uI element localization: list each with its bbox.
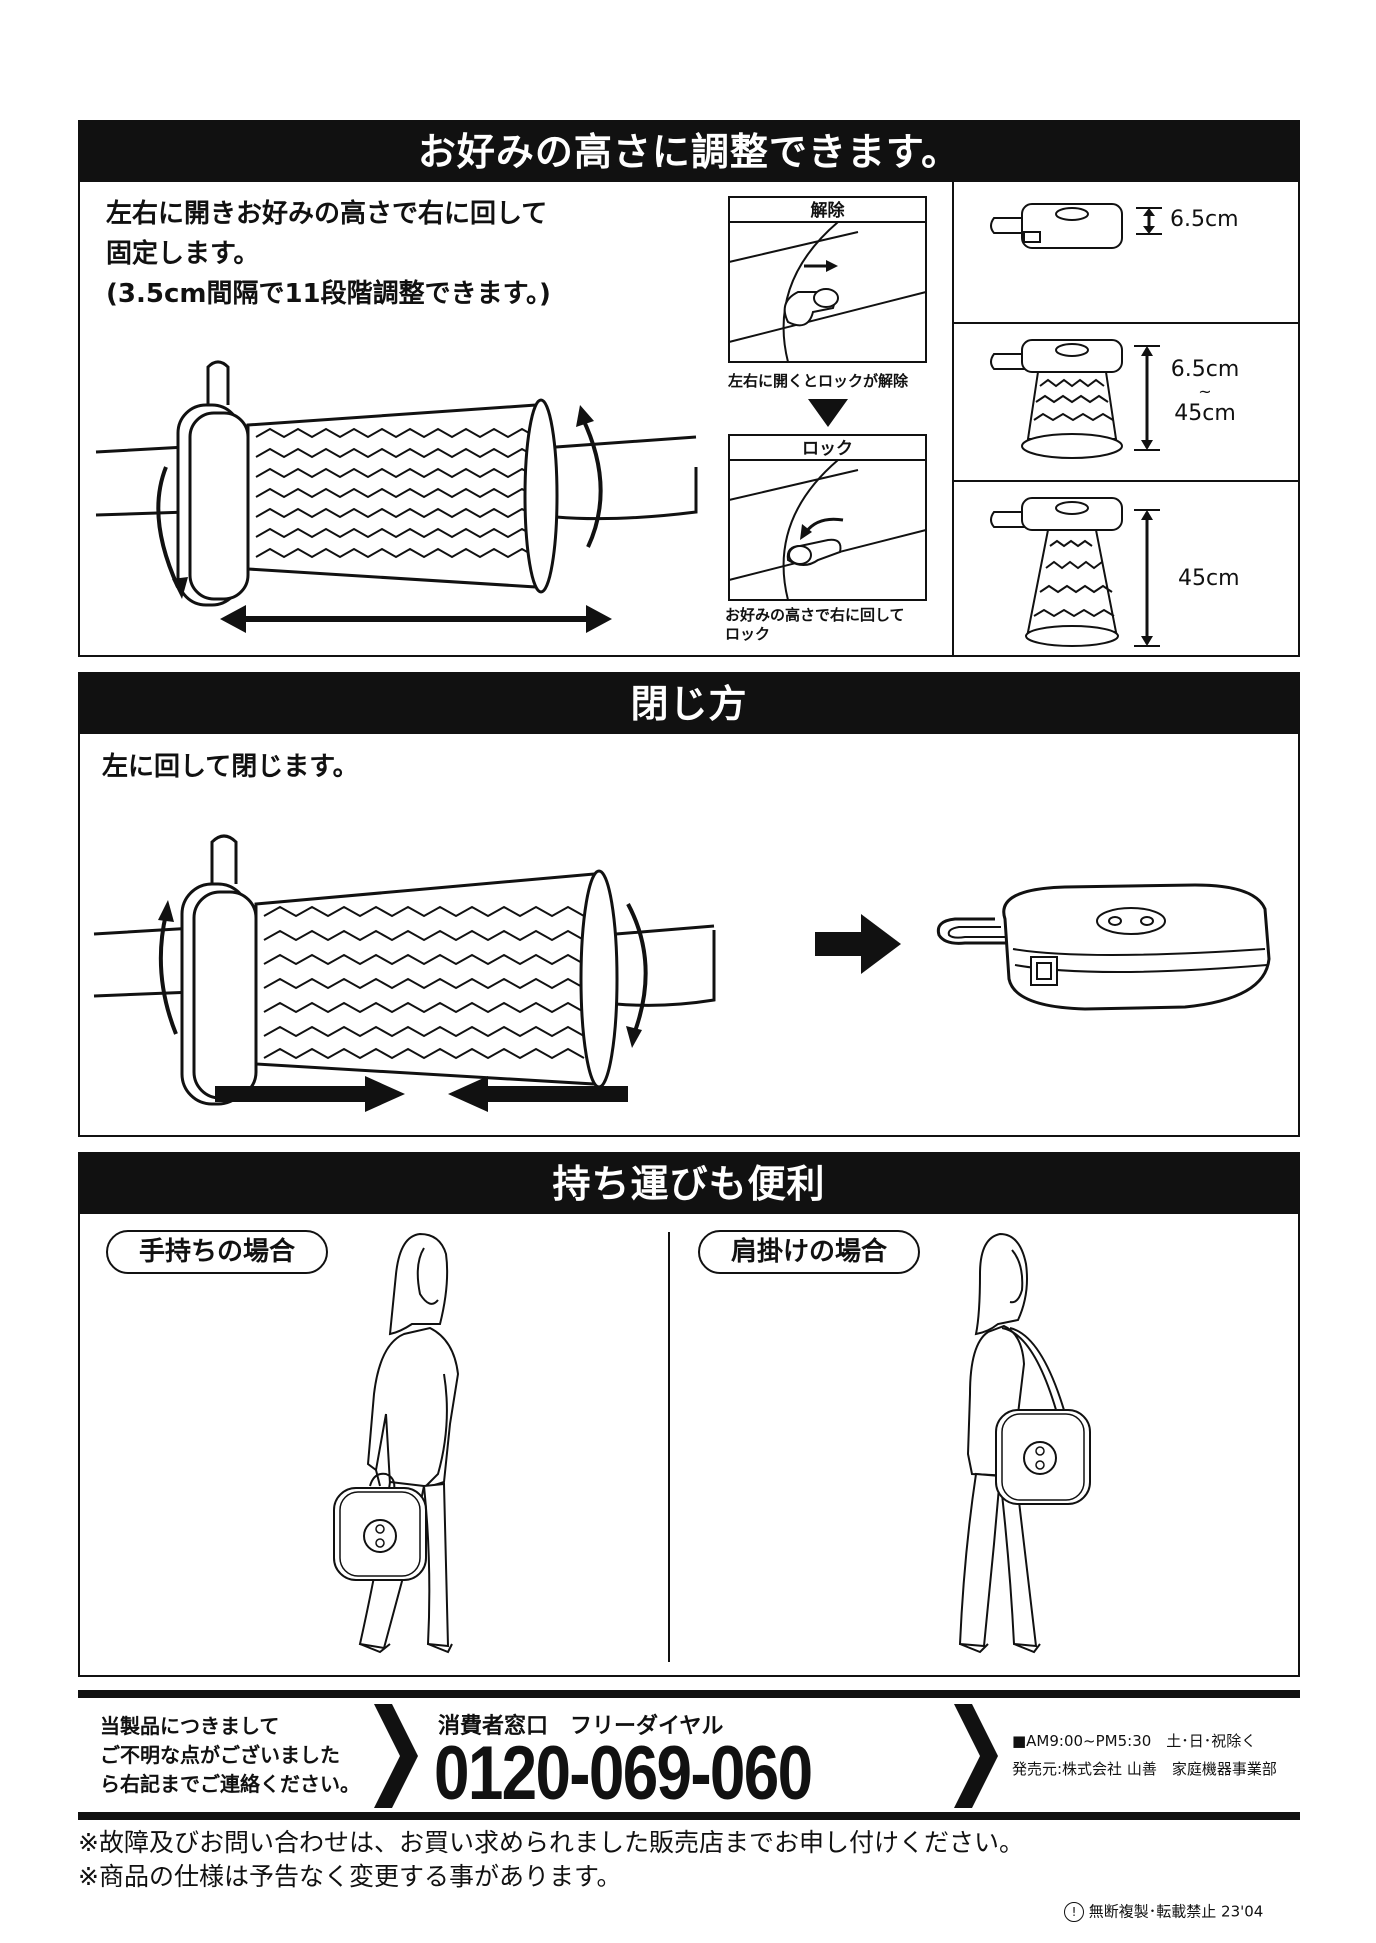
adjust-instruction: 左右に開きお好みの高さで右に回して 固定します。 (3.5cm間隔で11段階調整… (106, 194, 551, 314)
height-dimension-max (1134, 509, 1160, 647)
free-dial-number: 0120-069-060 (434, 1731, 813, 1816)
carry-title: 持ち運びも便利 (80, 1154, 1298, 1214)
height-range-row: 6.5cm ~ 45cm (954, 322, 1300, 482)
down-arrow-icon (808, 399, 848, 427)
chevron-right-icon (954, 1704, 998, 1808)
note-line-2: ※商品の仕様は予告なく変更する事があります。 (78, 1862, 622, 1891)
stool-closing-illustration (93, 834, 716, 1106)
lock-caption-line-1: お好みの高さで右に回して (725, 606, 905, 624)
close-title: 閉じ方 (80, 674, 1298, 734)
height-range-max: 45cm (1174, 401, 1236, 426)
contact-band: 当製品につきまして ご不明な点がございました ら右記までご連絡ください。 消費者… (78, 1690, 1300, 1820)
copyright-text: 無断複製･転載禁止 23'04 (1088, 1902, 1264, 1921)
lock-illustration (728, 459, 927, 601)
copyright: ! 無断複製･転載禁止 23'04 (1064, 1900, 1263, 1923)
adjust-instruction-line-2: 固定します。 (106, 239, 260, 269)
contact-seller: 発売元:株式会社 山善 家庭機器事業部 (1012, 1760, 1277, 1778)
contact-intro-line-1: 当製品につきまして (100, 1714, 280, 1738)
shoulder-carry-label: 肩掛けの場合 (698, 1230, 920, 1274)
height-dimension-closed (1136, 207, 1162, 235)
stool-max-icon (990, 497, 1123, 647)
stool-closed-icon (990, 203, 1123, 249)
push-left-arrow-icon (448, 1076, 628, 1112)
closed-stool-illustration (936, 883, 1271, 1011)
lock-caption: お好みの高さで右に回して ロック (725, 606, 905, 644)
stool-mid-icon (990, 339, 1123, 459)
result-arrow-icon (815, 914, 901, 974)
contact-bottom-rule (78, 1812, 1300, 1820)
note-line-1: ※故障及びお問い合わせは、お買い求められました販売店までお申し付けください。 (78, 1828, 1024, 1857)
height-range-min: 6.5cm (1170, 357, 1240, 382)
height-variants-column: 6.5cm 6.5cm ~ 45cm (952, 182, 1300, 655)
height-closed-label: 6.5cm (1170, 207, 1239, 232)
chevron-right-icon (374, 1704, 418, 1808)
contact-intro-line-3: ら右記までご連絡ください。 (100, 1772, 360, 1796)
adjust-instruction-line-1: 左右に開きお好みの高さで右に回して (106, 199, 548, 229)
close-instruction: 左に回して閉じます。 (102, 752, 359, 782)
copyright-mark-icon: ! (1064, 1901, 1084, 1922)
woman-shoulder-carry-illustration (958, 1232, 1091, 1654)
notes: ※故障及びお問い合わせは、お買い求められました販売店までお申し付けください。 ※… (78, 1826, 1024, 1894)
height-closed-row: 6.5cm (954, 182, 1300, 324)
carry-section: 持ち運びも便利 手持ちの場合 肩掛けの場合 (78, 1152, 1300, 1677)
consumer-window-label: 消費者窓口 フリーダイヤル (438, 1714, 724, 1739)
lock-caption-line-2: ロック (725, 625, 771, 643)
contact-intro-line-2: ご不明な点がございました (100, 1743, 340, 1767)
height-dimension-range (1134, 345, 1160, 451)
push-right-arrow-icon (215, 1076, 405, 1112)
height-max-row: 45cm (954, 480, 1300, 655)
adjust-height-section: お好みの高さに調整できます。 左右に開きお好みの高さで右に回して 固定します。 … (78, 120, 1300, 657)
release-caption: 左右に開くとロックが解除 (728, 372, 909, 390)
stool-open-illustration (95, 360, 698, 633)
height-range-sep: ~ (1198, 382, 1212, 401)
carry-divider (668, 1232, 670, 1662)
hand-carry-label: 手持ちの場合 (106, 1230, 328, 1274)
adjust-height-title: お好みの高さに調整できます。 (80, 122, 1298, 182)
height-range-label: 6.5cm ~ 45cm (1170, 356, 1240, 428)
close-section: 閉じ方 左に回して閉じます。 (78, 672, 1300, 1137)
contact-top-rule (78, 1690, 1300, 1698)
adjust-instruction-line-3: (3.5cm間隔で11段階調整できます。) (106, 279, 551, 309)
height-max-label: 45cm (1178, 566, 1240, 591)
release-lock-illustration (728, 221, 927, 363)
contact-intro: 当製品につきまして ご不明な点がございました ら右記までご連絡ください。 (100, 1712, 360, 1799)
woman-hand-carry-illustration (333, 1232, 460, 1654)
contact-hours: ■AM9:00~PM5:30 土･日･祝除く (1012, 1732, 1257, 1750)
